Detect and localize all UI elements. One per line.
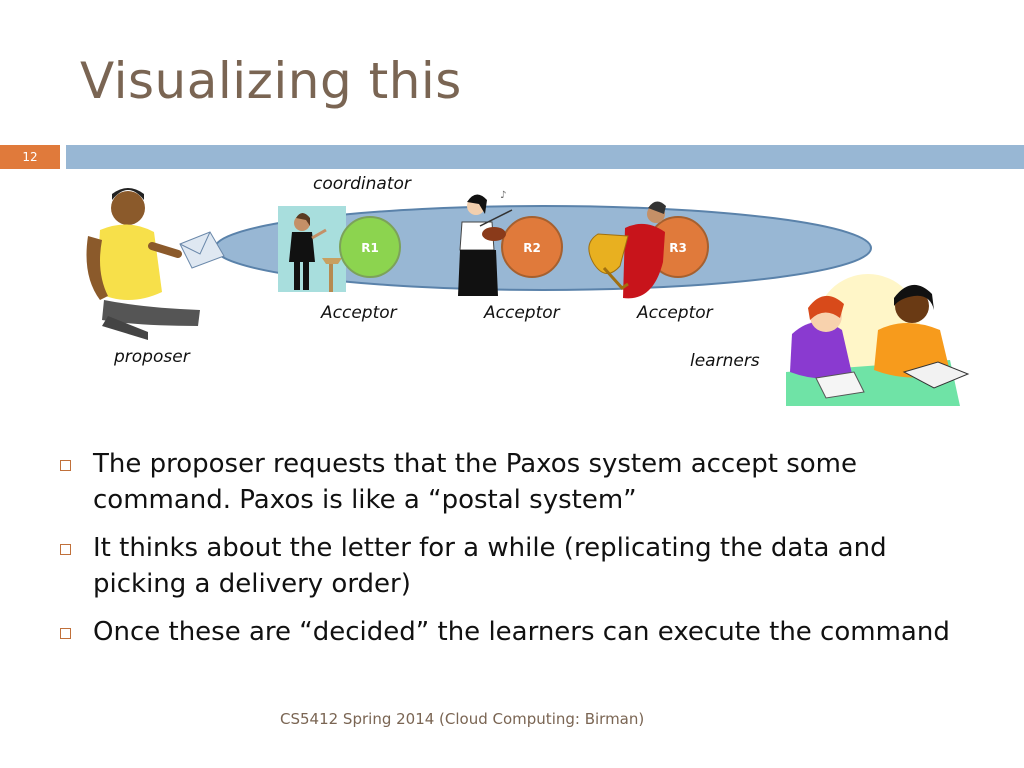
- replica-r1: R1: [339, 216, 401, 278]
- learners-label: learners: [690, 351, 760, 371]
- bullet-item: The proposer requests that the Paxos sys…: [58, 446, 958, 518]
- saxophonist-figure: [588, 201, 666, 299]
- bullet-box-icon: [60, 544, 71, 555]
- replica-r1-label: R1: [361, 241, 379, 255]
- violinist-figure: ♪: [458, 190, 513, 296]
- replica-r2: R2: [501, 216, 563, 278]
- learners-figure: [786, 274, 970, 406]
- bullet-box-icon: [60, 460, 71, 471]
- acceptor-label-2: Acceptor: [484, 303, 560, 323]
- bullet-text: Once these are “decided” the learners ca…: [93, 617, 950, 647]
- slide-number: 12: [0, 145, 60, 169]
- slide-footer: CS5412 Spring 2014 (Cloud Computing: Bir…: [280, 710, 645, 728]
- bullet-item: It thinks about the letter for a while (…: [58, 530, 958, 602]
- bullet-item: Once these are “decided” the learners ca…: [58, 614, 958, 650]
- bullet-text: The proposer requests that the Paxos sys…: [93, 449, 857, 515]
- svg-text:♪: ♪: [500, 190, 506, 201]
- coordinator-figure: [278, 206, 346, 292]
- replica-r3-label: R3: [669, 241, 687, 255]
- coordinator-label: coordinator: [313, 174, 411, 194]
- replica-r1-circle: [339, 216, 401, 278]
- bullet-list: The proposer requests that the Paxos sys…: [58, 446, 958, 662]
- replica-r2-circle: [501, 216, 563, 278]
- acceptor-label-3: Acceptor: [637, 303, 713, 323]
- replica-r2-label: R2: [523, 241, 541, 255]
- proposer-label: proposer: [114, 347, 190, 367]
- proposer-figure: [86, 188, 225, 340]
- slide-title: Visualizing this: [80, 52, 462, 110]
- bullet-box-icon: [60, 628, 71, 639]
- bullet-text: It thinks about the letter for a while (…: [93, 533, 887, 599]
- acceptor-label-1: Acceptor: [321, 303, 397, 323]
- title-band: [66, 145, 1024, 169]
